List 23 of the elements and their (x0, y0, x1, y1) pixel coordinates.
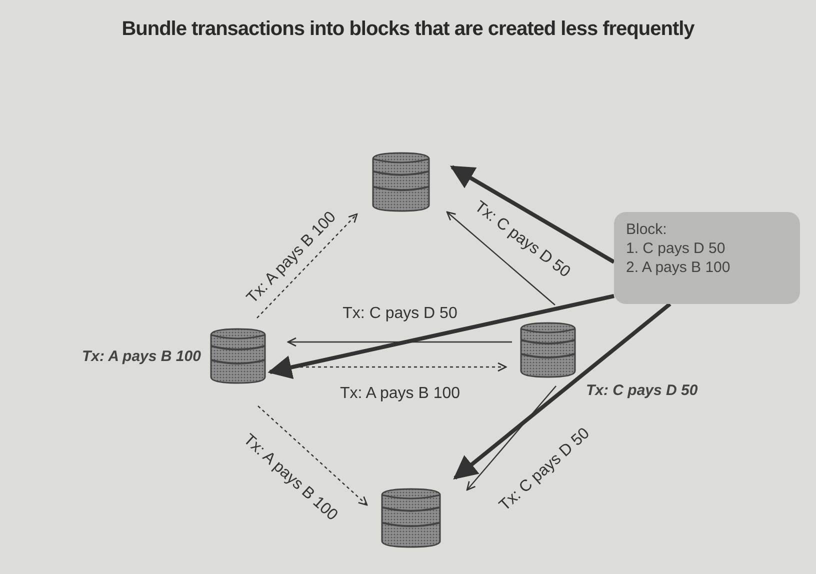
arrow (258, 406, 368, 506)
block-heading: Block: (626, 220, 668, 239)
title: Bundle transactions into blocks that are created less frequently (120, 18, 696, 41)
arrow (450, 165, 616, 264)
block-entry: 2. A pays B 100 (626, 258, 732, 277)
arrow (256, 213, 358, 318)
database-icon (210, 328, 266, 384)
arrow (287, 337, 512, 347)
node-caption: Tx: C pays D 50 (586, 382, 698, 399)
arrow (268, 294, 614, 380)
edge-label: Tx: A pays B 100 (340, 385, 460, 403)
arrow (453, 302, 672, 480)
block-entry: 1. C pays D 50 (626, 239, 726, 258)
database-icon (381, 488, 441, 548)
arrow (466, 386, 556, 491)
edge-label: Tx: A pays B 100 (239, 431, 341, 525)
database-icon (372, 152, 430, 212)
node-caption: Tx: A pays B 100 (82, 348, 201, 365)
block-box (614, 212, 800, 304)
arrow (446, 211, 556, 306)
database-icon (520, 322, 576, 378)
edge-label: Tx: C pays D 50 (342, 305, 458, 323)
edge-label: Tx: C pays D 50 (470, 198, 574, 282)
